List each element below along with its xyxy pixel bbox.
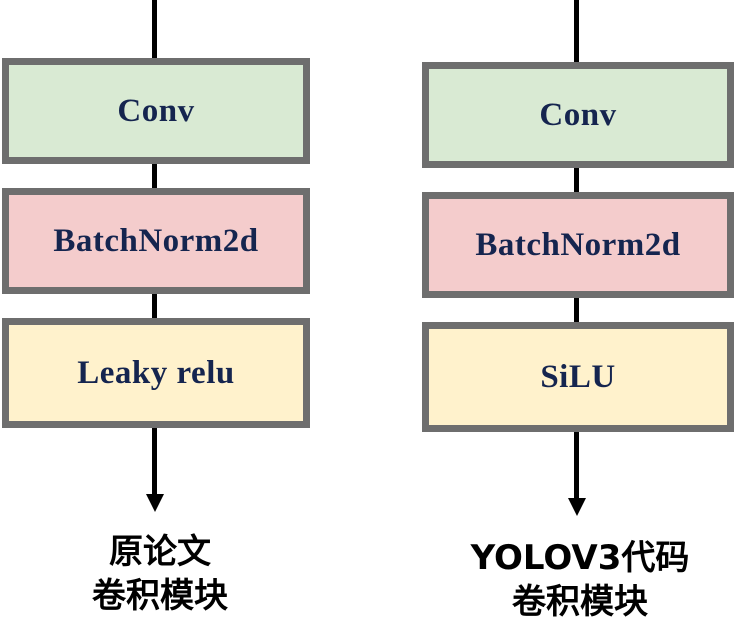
right-caption-line2: 卷积模块 [512,582,648,622]
left-connector-1 [152,164,157,190]
right-input-line [574,0,579,64]
left-activation-block: Leaky relu [2,318,310,428]
right-batchnorm-label: BatchNorm2d [475,226,681,263]
right-output-line [574,432,579,498]
right-arrowhead-icon [568,498,586,516]
left-batchnorm-block: BatchNorm2d [2,188,310,294]
right-caption: YOLOV3代码 卷积模块 [430,536,730,624]
left-connector-2 [152,294,157,320]
left-input-line [152,0,157,60]
left-batchnorm-label: BatchNorm2d [53,222,259,259]
right-activation-block: SiLU [422,322,734,432]
right-connector-2 [574,298,579,324]
right-batchnorm-block: BatchNorm2d [422,192,734,298]
right-caption-line1: YOLOV3代码 [470,538,690,578]
right-activation-label: SiLU [540,358,616,395]
left-activation-label: Leaky relu [77,354,235,391]
left-caption: 原论文 卷积模块 [10,530,310,618]
left-conv-block: Conv [2,58,310,164]
right-conv-block: Conv [422,62,734,168]
left-output-line [152,428,157,494]
left-conv-label: Conv [117,92,195,129]
left-caption-line2: 卷积模块 [92,576,228,616]
left-caption-line1: 原论文 [109,532,211,572]
left-arrowhead-icon [146,494,164,512]
right-conv-label: Conv [539,96,617,133]
right-connector-1 [574,168,579,194]
